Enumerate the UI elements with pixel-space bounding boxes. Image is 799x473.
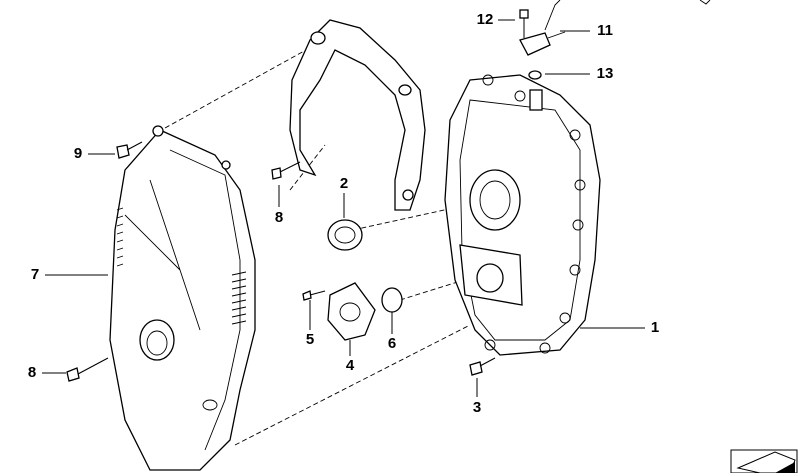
part-6-o-ring[interactable]	[381, 287, 403, 313]
callout-12[interactable]: 12	[476, 11, 494, 28]
part-7-outer-cover[interactable]	[109, 125, 256, 471]
callout-2[interactable]: 2	[339, 175, 349, 192]
callout-13[interactable]: 13	[596, 65, 614, 82]
part-11-sensor[interactable]	[519, 0, 566, 56]
part-12-screw[interactable]	[519, 9, 529, 38]
part-8-screw-upper[interactable]	[271, 161, 301, 180]
callout-5[interactable]: 5	[305, 331, 315, 348]
part-1-housing[interactable]	[444, 74, 601, 356]
part-13-seal-ring[interactable]	[528, 70, 542, 80]
part-3-screw[interactable]	[469, 357, 496, 376]
part-5-screw[interactable]	[302, 290, 326, 301]
callout-8-upper[interactable]: 8	[274, 209, 284, 226]
callout-7[interactable]: 7	[30, 266, 40, 283]
part-8-screw-lower[interactable]	[66, 357, 109, 382]
callout-9[interactable]: 9	[73, 145, 83, 162]
callout-3[interactable]: 3	[472, 399, 482, 416]
part-2-shaft-seal[interactable]	[327, 219, 363, 251]
callout-4[interactable]: 4	[345, 357, 355, 374]
part-4-flange[interactable]	[327, 282, 376, 341]
callout-6[interactable]: 6	[387, 335, 397, 352]
callout-1[interactable]: 1	[650, 319, 660, 336]
part-9-screw[interactable]	[116, 141, 143, 159]
diagram-symbol-icon	[730, 449, 798, 473]
timing-guide-bracket[interactable]	[289, 19, 426, 211]
callout-8-lower[interactable]: 8	[27, 364, 37, 381]
partial-part-fragment	[699, 0, 711, 5]
callout-11[interactable]: 11	[597, 22, 613, 39]
